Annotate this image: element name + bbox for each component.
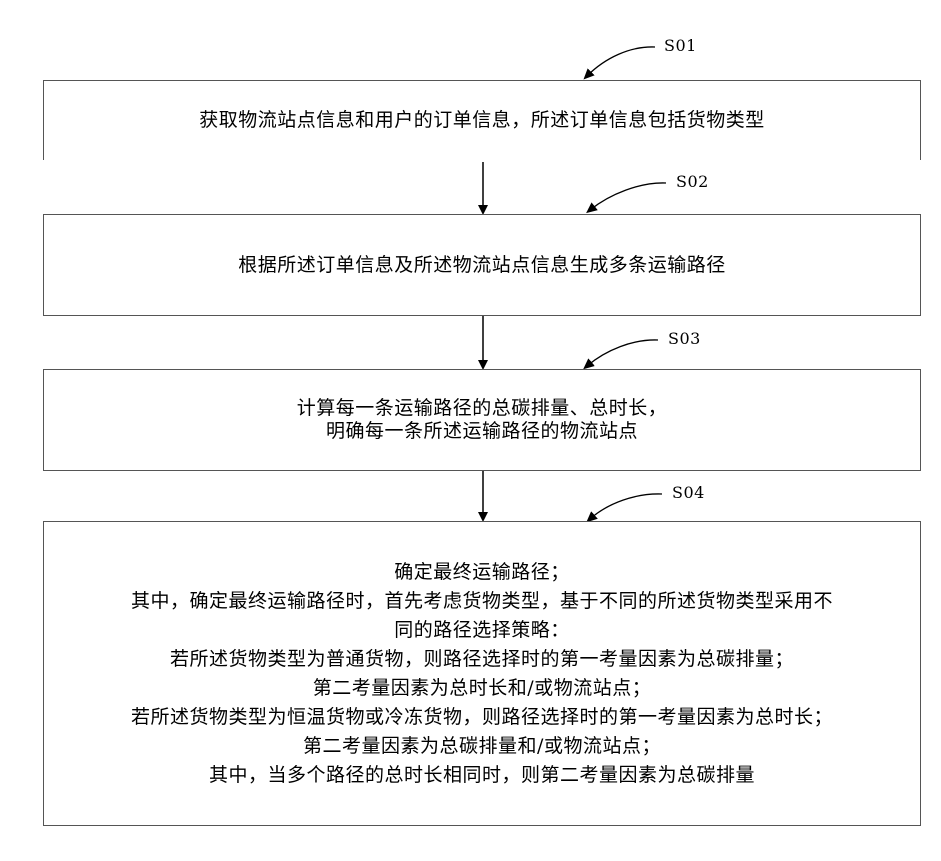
- step-label-s02: S02: [676, 172, 709, 191]
- leader-arrow-s02: [590, 183, 666, 210]
- leader-arrow-s01: [587, 47, 655, 76]
- step-text: 第二考量因素为总碳排量和/或物流站点；: [303, 732, 661, 761]
- step-label-s04: S04: [672, 483, 705, 502]
- step-text: 获取物流站点信息和用户的订单信息，所述订单信息包括货物类型: [199, 109, 765, 132]
- step-text: 根据所述订单信息及所述物流站点信息生成多条运输路径: [238, 254, 726, 277]
- step-text: 其中，确定最终运输路径时，首先考虑货物类型，基于不同的所述货物类型采用不: [131, 587, 833, 616]
- step-box-s03: 计算每一条运输路径的总碳排量、总时长， 明确每一条所述运输路径的物流站点: [43, 369, 921, 471]
- leader-arrow-s04: [590, 494, 662, 519]
- step-text: 计算每一条运输路径的总碳排量、总时长，: [297, 397, 668, 420]
- step-text: 明确每一条所述运输路径的物流站点: [326, 420, 638, 443]
- step-box-s02: 根据所述订单信息及所述物流站点信息生成多条运输路径: [43, 214, 921, 316]
- step-text: 其中，当多个路径的总时长相同时，则第二考量因素为总碳排量: [209, 761, 755, 790]
- step-box-s04: 确定最终运输路径； 其中，确定最终运输路径时，首先考虑货物类型，基于不同的所述货…: [43, 521, 921, 826]
- step-text: 同的路径选择策略：: [394, 616, 570, 645]
- step-label-s03: S03: [668, 329, 701, 348]
- leader-arrow-s03: [587, 340, 658, 366]
- step-text: 第二考量因素为总时长和/或物流站点；: [313, 674, 651, 703]
- step-label-s01: S01: [664, 36, 697, 55]
- step-box-s01: 获取物流站点信息和用户的订单信息，所述订单信息包括货物类型: [43, 80, 921, 160]
- step-text: 若所述货物类型为普通货物，则路径选择时的第一考量因素为总碳排量；: [170, 645, 794, 674]
- step-text: 确定最终运输路径；: [394, 558, 570, 587]
- step-text: 若所述货物类型为恒温货物或冷冻货物，则路径选择时的第一考量因素为总时长；: [131, 703, 833, 732]
